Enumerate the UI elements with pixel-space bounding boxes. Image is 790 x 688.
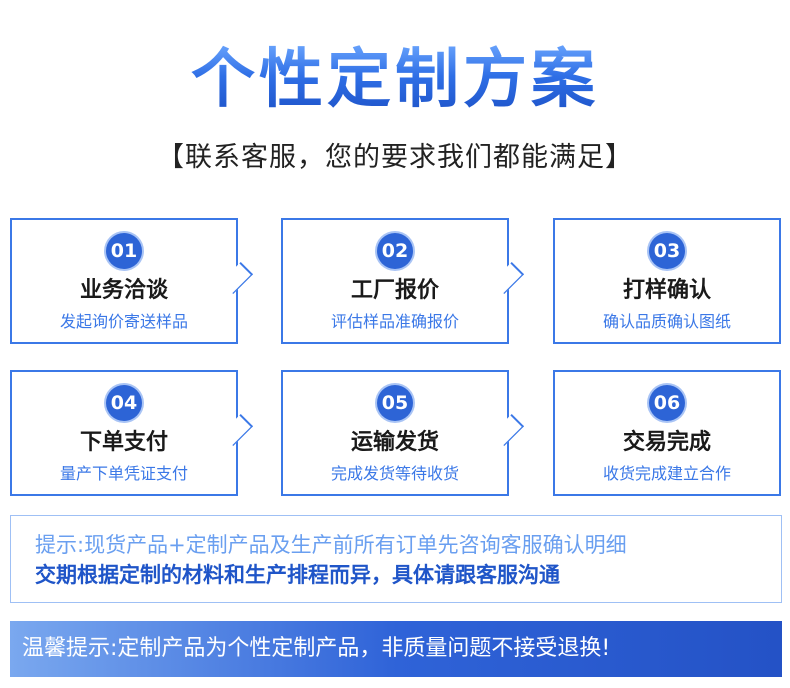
step-title: 交易完成 (622, 430, 711, 455)
step-title: 工厂报价 (350, 278, 439, 303)
step-number-badge: 01 (106, 233, 142, 269)
step-number-badge: 03 (649, 233, 685, 269)
step-card-2: 02 工厂报价 评估样品准确报价 (281, 218, 525, 344)
step-number-badge: 06 (649, 385, 685, 421)
step-title: 运输发货 (350, 430, 439, 455)
step-description: 发起询价寄送样品 (59, 312, 188, 331)
step-description: 量产下单凭证支付 (59, 464, 188, 483)
step-number-badge: 05 (377, 385, 413, 421)
notice-box: 提示:现货产品+定制产品及生产前所有订单先咨询客服确认明细 交期根据定制的材料和… (10, 515, 782, 603)
page-subtitle: 【联系客服，您的要求我们都能满足】 (157, 142, 633, 173)
step-card-3: 03 打样确认 确认品质确认图纸 (553, 218, 781, 344)
step-description: 评估样品准确报价 (330, 312, 459, 331)
notice-line-1: 提示:现货产品+定制产品及生产前所有订单先咨询客服确认明细 (35, 533, 627, 557)
step-number-badge: 02 (377, 233, 413, 269)
step-title: 打样确认 (622, 278, 711, 303)
warning-banner: 温馨提示:定制产品为个性定制产品，非质量问题不接受退换! (10, 621, 782, 677)
step-card-5: 05 运输发货 完成发货等待收货 (281, 370, 525, 496)
page-title: 个性定制方案 (0, 40, 790, 120)
step-description: 确认品质确认图纸 (602, 312, 731, 331)
notice-line-2: 交期根据定制的材料和生产排程而异，具体请跟客服沟通 (35, 563, 560, 587)
step-title: 业务洽谈 (79, 278, 168, 303)
step-number-badge: 04 (106, 385, 142, 421)
step-description: 完成发货等待收货 (330, 464, 459, 483)
step-description: 收货完成建立合作 (602, 464, 731, 483)
step-card-1: 01 业务洽谈 发起询价寄送样品 (10, 218, 254, 344)
step-title: 下单支付 (79, 430, 168, 455)
step-card-4: 04 下单支付 量产下单凭证支付 (10, 370, 254, 496)
step-card-6: 06 交易完成 收货完成建立合作 (553, 370, 781, 496)
